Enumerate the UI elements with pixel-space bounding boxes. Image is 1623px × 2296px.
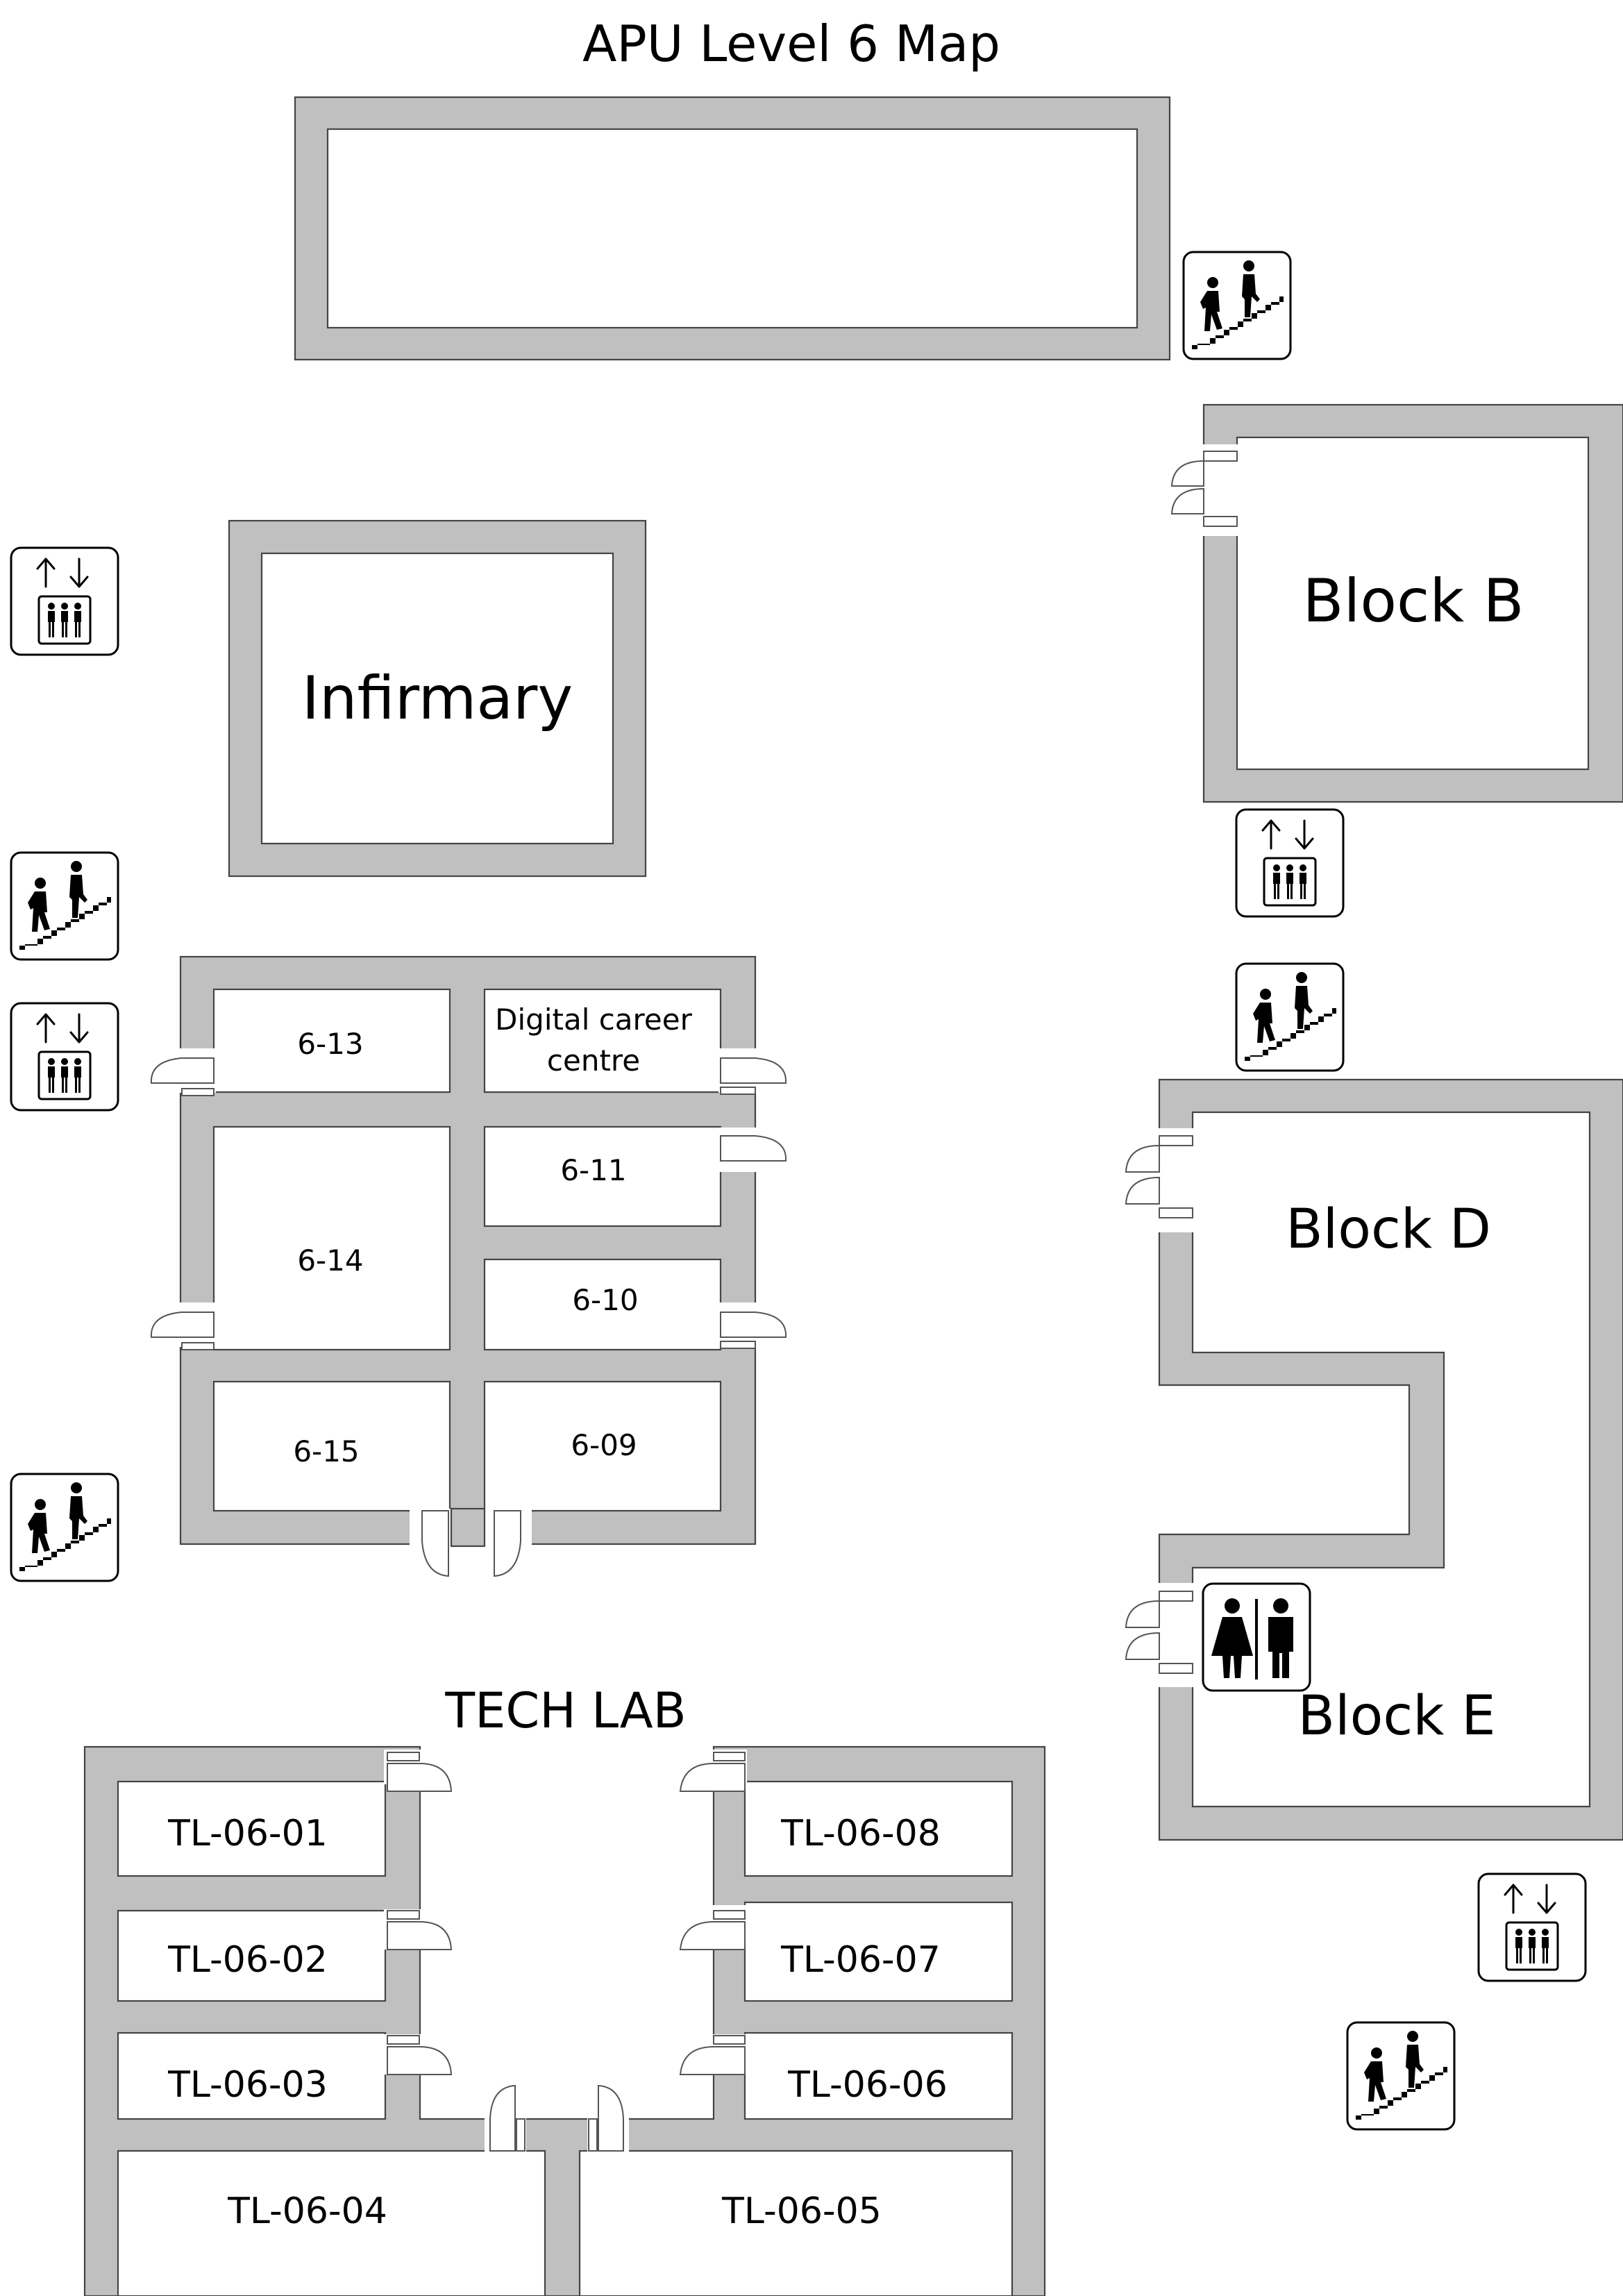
career-centre-label-line2: centre [547, 1044, 640, 1078]
room-tl-06-08[interactable] [743, 1780, 1014, 1877]
tech-lab-title: TECH LAB [444, 1682, 686, 1739]
room-6-09[interactable] [483, 1380, 722, 1512]
block-e-door[interactable] [1125, 1591, 1193, 1674]
block-b-label: Block B [1303, 567, 1524, 636]
room-6-11[interactable] [483, 1125, 722, 1227]
room-6-09-label: 6-09 [571, 1428, 637, 1462]
map-title: APU Level 6 Map [582, 15, 1000, 73]
room-tl-06-05[interactable] [578, 2150, 1014, 2296]
stairs-icon[interactable] [1346, 2021, 1456, 2131]
tl-06-01-label: TL-06-01 [167, 1813, 328, 1854]
tech-lab-building: TL-06-01 TL-06-02 TL-06-03 TL-06-04 TL-0… [83, 1745, 1046, 2296]
stairs-icon[interactable] [1182, 251, 1292, 360]
block-de-building[interactable]: Block D Block E [1125, 1078, 1623, 1841]
tl-06-08-label: TL-06-08 [780, 1813, 941, 1854]
tl-06-02-label: TL-06-02 [167, 1939, 328, 1981]
room-cluster: 6-13 Digital career centre 6-11 6-14 6-1… [150, 955, 787, 1577]
block-d-door[interactable] [1125, 1135, 1193, 1218]
infirmary-label: Infirmary [302, 664, 573, 733]
stairs-icon[interactable] [10, 1473, 119, 1582]
room-6-15-label: 6-15 [293, 1434, 359, 1468]
infirmary-building[interactable]: Infirmary [228, 519, 647, 878]
room-6-14[interactable] [212, 1125, 451, 1351]
tl-06-07-label: TL-06-07 [780, 1939, 941, 1981]
room-6-11-label: 6-11 [560, 1153, 626, 1187]
block-b-building[interactable]: Block B [1170, 403, 1623, 803]
room-6-15[interactable] [212, 1380, 451, 1512]
toilet-icon[interactable] [1202, 1582, 1311, 1692]
stairs-icon[interactable] [10, 851, 119, 961]
room-tl-06-01[interactable] [117, 1780, 387, 1877]
room-tl-06-03[interactable] [117, 2031, 387, 2120]
block-b-door[interactable] [1170, 451, 1238, 527]
tl-06-03-label: TL-06-03 [167, 2064, 328, 2106]
room-6-10[interactable] [483, 1258, 722, 1351]
career-centre-label-line1: Digital career [495, 1003, 692, 1037]
room-6-13[interactable] [212, 988, 451, 1093]
tech-lab-doors[interactable] [387, 1752, 746, 2152]
top-building [294, 96, 1171, 361]
stairs-icon[interactable] [1235, 962, 1345, 1072]
tl-06-05-label: TL-06-05 [721, 2190, 882, 2232]
block-e-label: Block E [1297, 1685, 1495, 1748]
lift-icon[interactable] [1477, 1872, 1587, 1982]
room-6-13-label: 6-13 [297, 1027, 363, 1061]
lift-icon[interactable] [10, 1002, 119, 1112]
room-6-10-label: 6-10 [572, 1283, 638, 1317]
tl-06-06-label: TL-06-06 [787, 2064, 948, 2106]
room-tl-06-02[interactable] [117, 1909, 387, 2002]
room-6-14-label: 6-14 [297, 1243, 363, 1277]
lift-icon[interactable] [10, 546, 119, 656]
room-cluster-doors[interactable] [150, 1057, 787, 1577]
tl-06-04-label: TL-06-04 [227, 2190, 387, 2232]
room-digital-career-centre[interactable] [483, 988, 722, 1093]
room-tl-06-07[interactable] [743, 1901, 1014, 2002]
room-tl-06-04[interactable] [117, 2150, 546, 2296]
lift-icon[interactable] [1235, 808, 1345, 918]
room-tl-06-06[interactable] [743, 2031, 1014, 2120]
block-d-label: Block D [1286, 1198, 1491, 1261]
